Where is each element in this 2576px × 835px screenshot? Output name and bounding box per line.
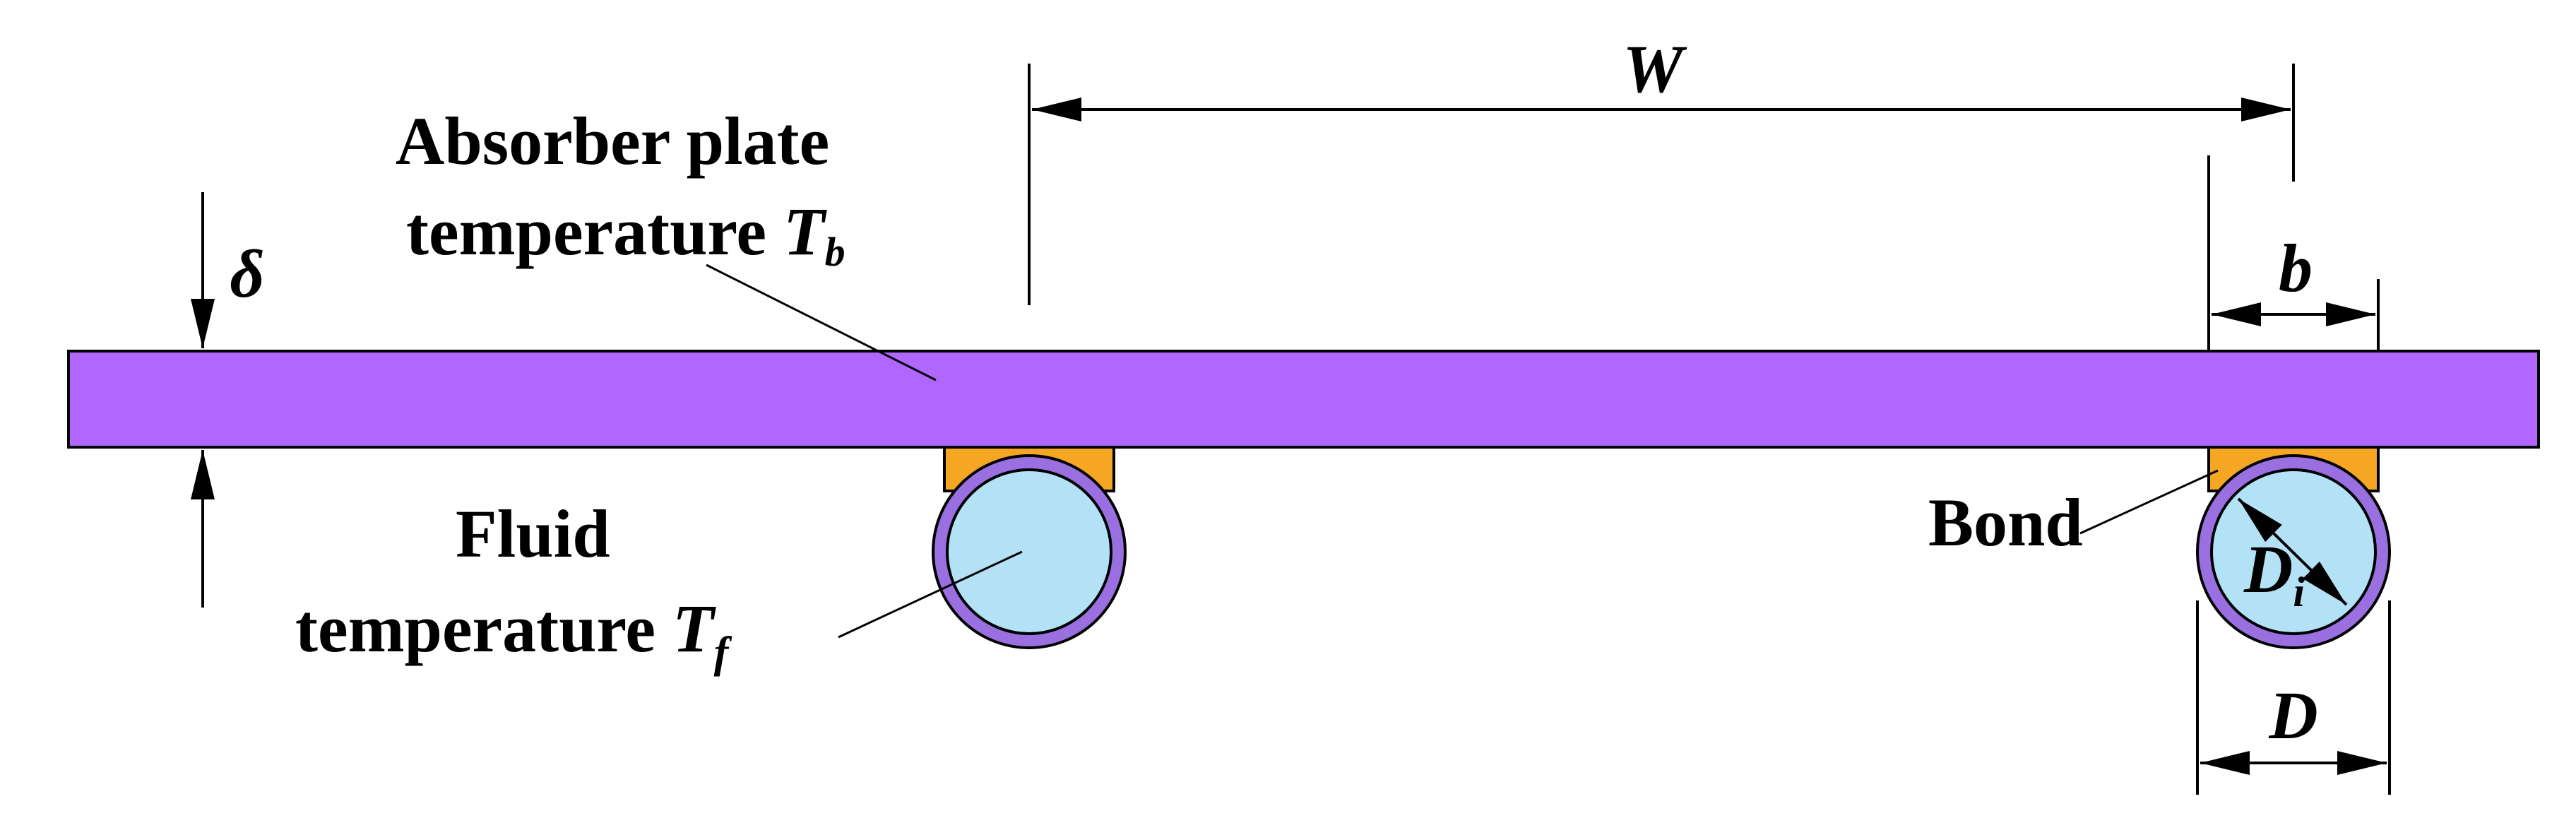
absorber-label-line1: Absorber plate [396, 103, 829, 179]
fluid-subscript: f [714, 629, 732, 677]
absorber-plate [67, 350, 2540, 449]
w-dimension [1028, 64, 2295, 305]
d-label: D [2268, 677, 2317, 753]
b-dimension [2207, 155, 2380, 351]
delta-label: δ [230, 236, 264, 312]
fluid-label-line1: Fluid [456, 496, 610, 572]
absorber-subscript: b [825, 229, 845, 275]
b-label: b [2279, 230, 2313, 306]
di-subscript: i [2293, 569, 2305, 615]
right-tube [2196, 446, 2391, 649]
left-tube [932, 446, 1127, 649]
di-label: Di [2243, 531, 2305, 615]
absorber-label-line2: temperature Tb [406, 194, 845, 275]
fluid-leader [838, 550, 1023, 639]
left-tube-fluid [946, 468, 1112, 635]
di-dimension [2237, 497, 2348, 606]
bond-label: Bond [1928, 485, 2083, 560]
fluid-label-line2: temperature Tf [295, 591, 732, 677]
d-dimension [2196, 600, 2391, 795]
bond-leader [2079, 469, 2219, 535]
absorber-leader [706, 263, 937, 381]
w-label: W [1622, 31, 1687, 107]
